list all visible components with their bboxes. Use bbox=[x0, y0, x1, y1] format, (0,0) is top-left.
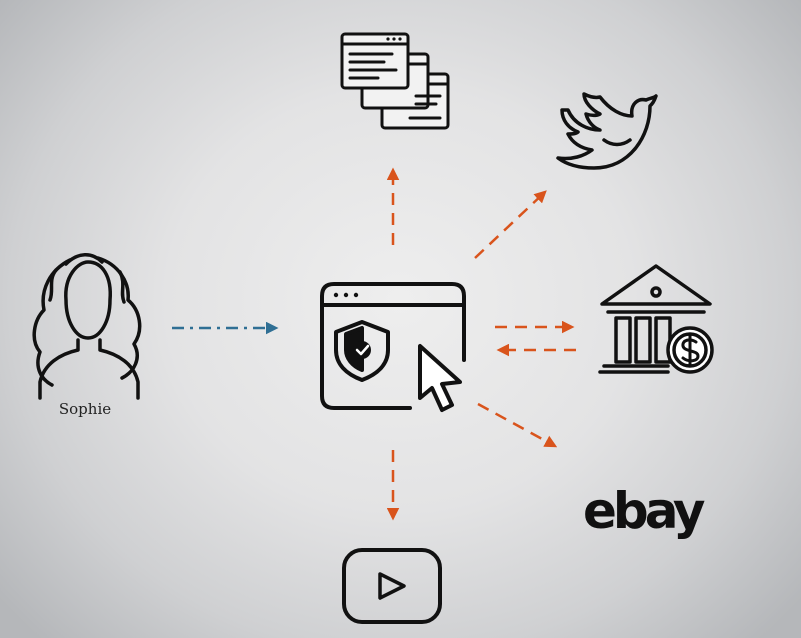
youtube-icon bbox=[342, 548, 442, 624]
arrow-to-ebay bbox=[477, 402, 558, 448]
twitter-icon bbox=[556, 92, 658, 170]
user-icon bbox=[32, 253, 142, 400]
websites-icon bbox=[340, 32, 450, 130]
bank-icon bbox=[598, 264, 714, 374]
person-name-label: Sophie bbox=[58, 400, 112, 418]
arrow-to-twitter bbox=[474, 190, 547, 259]
ebay-logo: ebay bbox=[583, 482, 705, 540]
secure-browser-icon bbox=[320, 282, 466, 412]
